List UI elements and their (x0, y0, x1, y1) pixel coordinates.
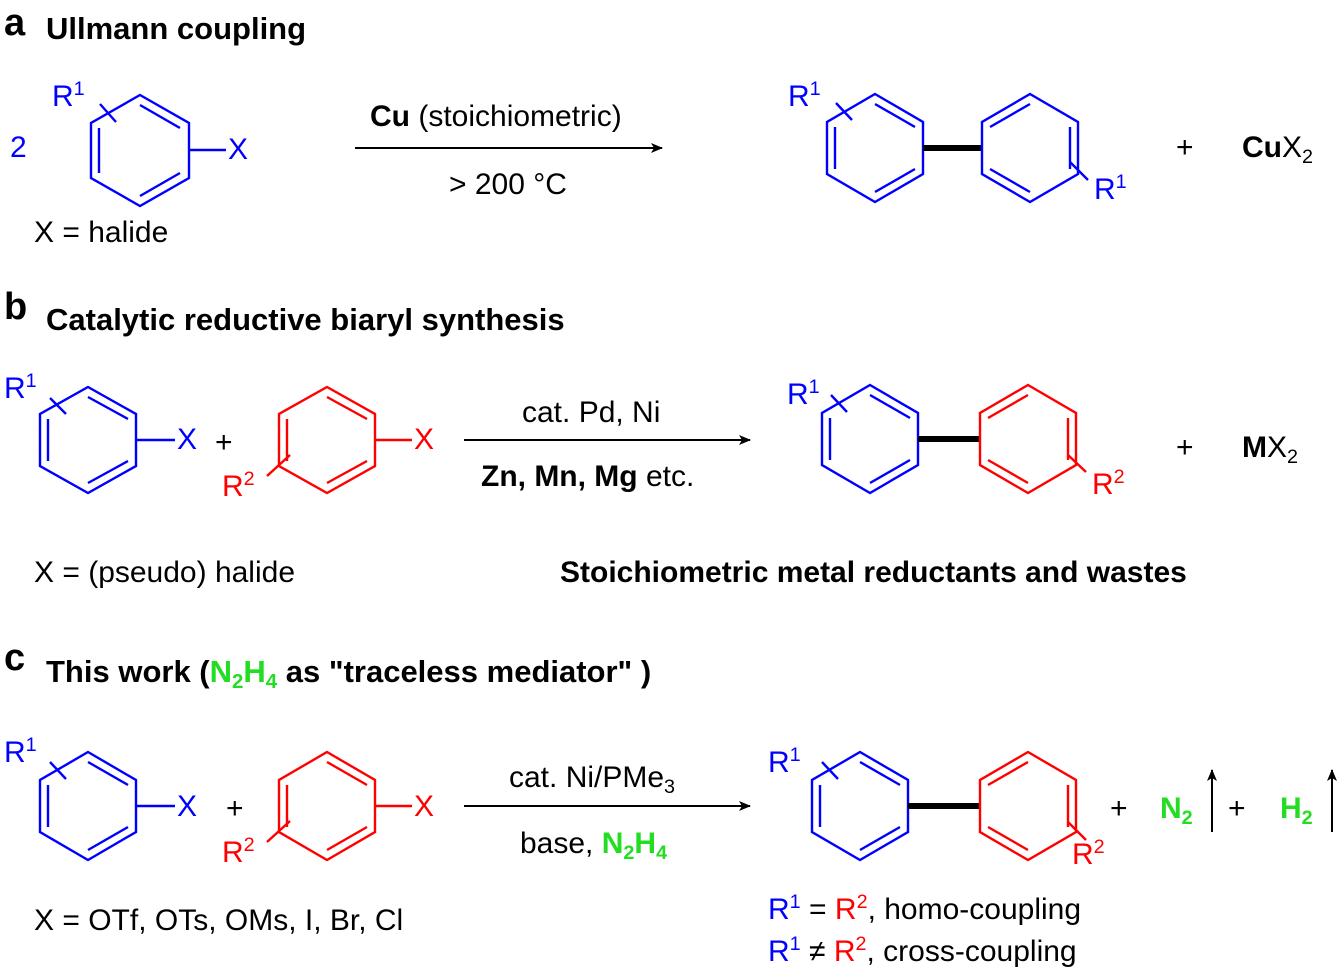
panel-a-reagent: Cu (stoichiometric) (370, 100, 622, 133)
panel-b-catalyst: cat. Pd, Ni (522, 396, 661, 429)
panel-c-r2-label: R2 (222, 834, 255, 869)
panel-b-note: Stoichiometric metal reductants and wast… (560, 556, 1187, 589)
panel-a-product-r1-label: R1 (788, 78, 821, 113)
panel-b-title: Catalytic reductive biaryl synthesis (46, 302, 565, 337)
panel-c-reactant2-ring (266, 750, 412, 862)
panel-c-plus-3: + (1228, 792, 1246, 825)
panel-c-leaving-group-1: X (177, 790, 198, 823)
panel-b-product-ring-right (978, 383, 1087, 495)
panel-c-product-ring-left (810, 750, 910, 862)
panel-c-catalyst: cat. Ni/PMe3 (509, 761, 676, 798)
panel-c-product-ring-right (978, 750, 1087, 862)
panel-c-reactant1-ring (38, 750, 175, 862)
h2-byproduct: H2 (1280, 792, 1313, 829)
panel-b-leaving-group-1: X (177, 423, 198, 456)
panel-b-r1-label: R1 (4, 370, 37, 405)
panel-a-leaving-group: X (228, 133, 249, 166)
panel-b-r2-label: R2 (222, 468, 255, 503)
panel-c-plus-1: + (226, 792, 244, 825)
panel-b-plus-1: + (215, 426, 233, 459)
panel-b-product-ring-left (820, 383, 920, 495)
panel-b-letter: b (4, 286, 28, 328)
panel-c-letter: c (4, 637, 26, 679)
panel-b-product-r2-label: R2 (1092, 466, 1125, 501)
panel-c-r1-label: R1 (4, 734, 37, 769)
panel-a-x-definition: X = halide (34, 216, 169, 249)
homo-coupling-note: R1 = R2, homo-coupling (768, 891, 1082, 926)
panel-a-condition: > 200 °C (449, 168, 567, 201)
panel-a-letter: a (4, 2, 26, 44)
panel-a-r1-label: R1 (52, 78, 85, 113)
panel-c-leaving-group-2: X (414, 790, 435, 823)
panel-b-product-r1-label: R1 (787, 376, 820, 411)
panel-a-reactant-ring (89, 93, 226, 208)
n2-byproduct: N2 (1160, 792, 1193, 829)
panel-c-product-r2-label: R2 (1072, 836, 1105, 871)
panel-a-title: Ullmann coupling (46, 11, 307, 46)
panel-c-product-r1-label: R1 (768, 744, 801, 779)
panel-b-leaving-group-2: X (414, 423, 435, 456)
panel-a-byproduct: CuX2 (1242, 131, 1314, 168)
panel-b-reactant1-ring (38, 385, 175, 495)
panel-b-plus-2: + (1176, 431, 1194, 464)
panel-a-product-r1-label-right: R1 (1094, 171, 1127, 206)
panel-c-base-hydrazine: base, N2H4 (520, 827, 668, 864)
panel-c-plus-2: + (1110, 792, 1128, 825)
panel-b-reductants: Zn, Mn, Mg etc. (481, 460, 695, 493)
panel-c-title: This work (N2H4 as "traceless mediator" … (46, 654, 652, 694)
panel-b-byproduct: MX2 (1242, 431, 1299, 468)
panel-b-reactant2-ring (266, 385, 412, 495)
panel-a-coefficient: 2 (10, 131, 27, 164)
panel-a-product-ring-left (825, 92, 925, 204)
cross-coupling-note: R1 ≠ R2, cross-coupling (768, 933, 1077, 968)
panel-c-x-definition: X = OTf, OTs, OMs, I, Br, Cl (34, 904, 404, 937)
panel-a-plus: + (1176, 131, 1194, 164)
panel-a-product-ring-right (980, 92, 1089, 204)
panel-b-x-definition: X = (pseudo) halide (34, 556, 296, 589)
